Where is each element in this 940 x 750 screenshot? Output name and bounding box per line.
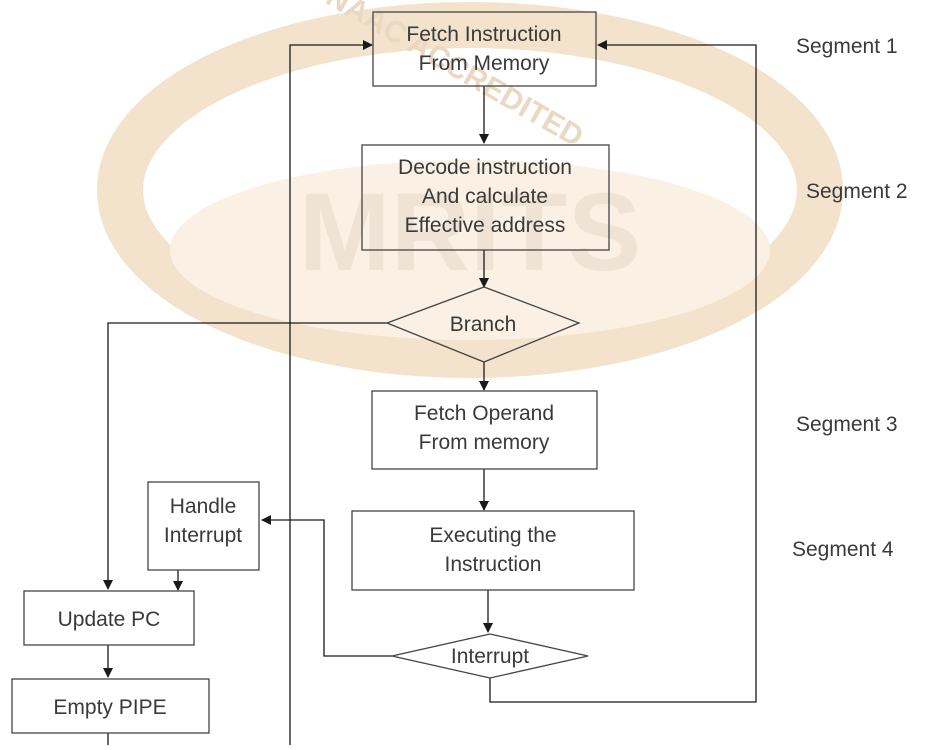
segment-labels: Segment 1 Segment 2 Segment 3 Segment 4 [792,35,908,561]
arrow-return-to-fetch [289,40,373,745]
interrupt-label: Interrupt [451,645,529,668]
arrow-interrupt-to-handle [261,515,392,657]
decode-line-3: Effective address [405,214,566,237]
segment-3-label: Segment 3 [796,413,898,436]
decode-line-2: And calculate [422,185,548,208]
execute-line-2: Instruction [445,553,542,576]
decode-line-1: Decode instruction [398,156,572,179]
fetch-instruction-line-2: From Memory [419,52,550,75]
handle-interrupt-line-2: Interrupt [164,524,242,547]
handle-interrupt-line-1: Handle [170,495,237,518]
node-fetch-operand: Fetch Operand From memory [371,390,598,470]
update-pc-label: Update PC [58,608,161,631]
branch-label: Branch [450,313,517,336]
connectors [103,40,757,745]
node-branch-decision: Branch [385,286,581,363]
watermark-logo-text: MRITS [299,171,641,294]
segment-4-label: Segment 4 [792,538,894,561]
execute-line-1: Executing the [429,524,556,547]
fetch-instruction-line-1: Fetch Instruction [406,23,561,46]
node-update-pc: Update PC [23,590,195,646]
empty-pipe-label: Empty PIPE [53,696,166,719]
segment-1-label: Segment 1 [796,35,898,58]
fetch-operand-line-2: From memory [419,431,550,454]
arrow-interrupt-no-to-fetch [489,40,757,703]
node-decode-instruction: Decode instruction And calculate Effecti… [361,144,610,251]
node-interrupt-decision: Interrupt [391,633,589,679]
fetch-operand-line-1: Fetch Operand [414,402,554,425]
arrow-branch-to-update-pc [103,322,387,590]
node-fetch-instruction: Fetch Instruction From Memory [372,11,597,87]
node-handle-interrupt: Handle Interrupt [147,481,260,571]
segment-2-label: Segment 2 [806,180,908,203]
watermark-ring [97,2,843,378]
node-execute-instruction: Executing the Instruction [351,510,635,591]
node-empty-pipe: Empty PIPE [11,678,210,734]
